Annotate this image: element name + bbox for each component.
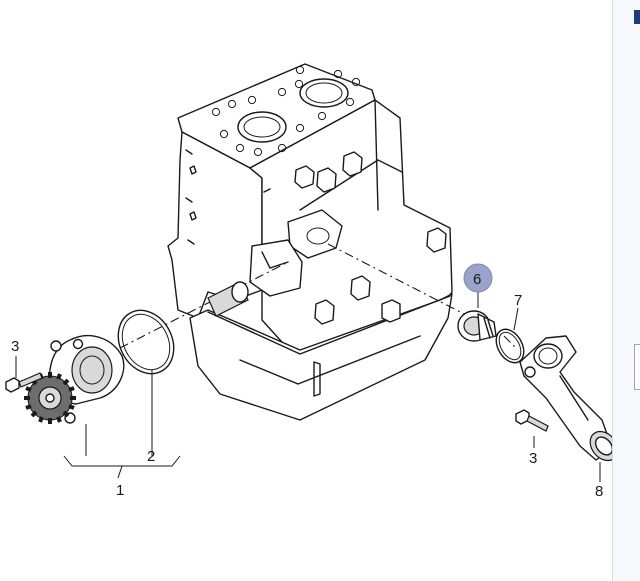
exploded-parts-diagram: 1 2 3 6 7 3 8 [5, 63, 612, 500]
side-panel-edge [612, 0, 640, 581]
callout-flange-bolt[interactable]: 3 [529, 450, 537, 467]
thermostat [457, 310, 497, 342]
flange-bolt [515, 409, 549, 432]
water-pump [24, 335, 125, 424]
pump-sprocket [24, 372, 76, 424]
callout-thermostat[interactable]: 6 [473, 271, 481, 288]
block-bosses [294, 151, 447, 325]
pump-bolt [5, 372, 43, 393]
pump-drive-stub [207, 281, 249, 317]
callout-coolant-flange[interactable]: 8 [595, 483, 603, 500]
leader-lines [15, 290, 601, 482]
oil-pan [189, 293, 453, 421]
callout-pump-gasket[interactable]: 2 [147, 448, 155, 465]
side-panel-marker [634, 344, 640, 390]
selected-callout-highlight [463, 263, 493, 293]
thermostat-seal [495, 328, 525, 364]
coolant-flange [519, 335, 612, 462]
callout-water-pump[interactable]: 1 [116, 482, 124, 499]
side-panel-tab[interactable] [634, 10, 640, 24]
pan-bracket [381, 299, 401, 323]
pump-gasket [117, 309, 175, 375]
callout-pump-bolt[interactable]: 3 [11, 338, 19, 355]
callout-thermostat-seal[interactable]: 7 [514, 292, 522, 309]
engine-block [167, 63, 453, 421]
assembly-lines [119, 243, 517, 349]
